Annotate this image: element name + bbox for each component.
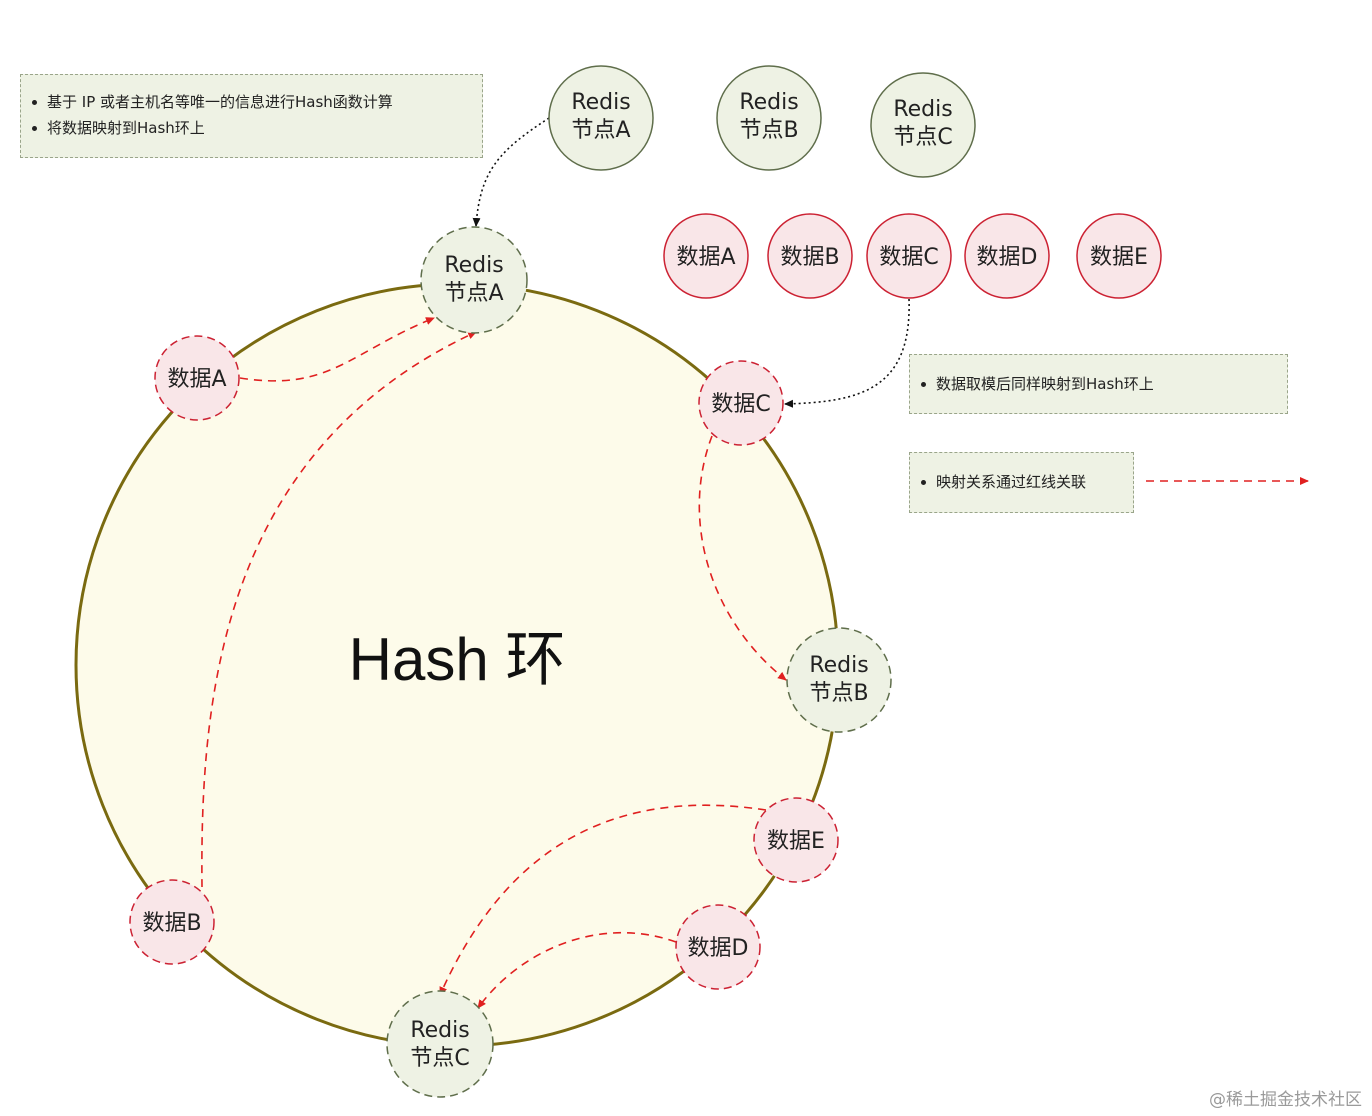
svg-text:数据D: 数据D [977,245,1038,270]
svg-text:节点A: 节点A [571,118,630,143]
svg-text:节点A: 节点A [444,281,503,306]
ring-data-c: 数据C [698,360,784,446]
link-data-c-to-ring [784,298,910,408]
link-data-d-to-node-c [477,931,677,1009]
hash-lines [472,117,910,408]
data-item-c: 数据C [866,213,952,299]
svg-text:数据A: 数据A [676,245,735,270]
svg-text:节点C: 节点C [410,1046,469,1071]
data-item-a: 数据A [663,213,749,299]
data-item-b: 数据B [767,213,853,299]
svg-text:节点B: 节点B [809,681,868,706]
server-node-c: Redis 节点C [870,72,976,178]
svg-text:Redis: Redis [809,653,868,678]
ring-node-c: Redis 节点C [386,990,494,1098]
link-data-c-to-node-b [698,435,787,681]
svg-text:数据D: 数据D [688,936,749,961]
note-data-mod-item: 数据取模后同样映射到Hash环上 [921,371,1287,397]
note-legend-item: 映射关系通过红线关联 [921,469,1133,495]
server-node-a: Redis 节点A [548,65,654,171]
link-server-a-to-ring [472,117,550,227]
ring-node-a: Redis 节点A [420,226,528,334]
note-hash-calc: 基于 IP 或者主机名等唯一的信息进行Hash函数计算 将数据映射到Hash环上 [20,74,483,158]
ring-data-e: 数据E [753,797,839,883]
svg-text:数据E: 数据E [767,829,825,854]
ring-data-d: 数据D [675,904,761,990]
note-legend: 映射关系通过红线关联 [909,452,1134,513]
svg-text:Redis: Redis [571,90,630,115]
svg-text:节点C: 节点C [893,125,952,150]
svg-text:数据C: 数据C [879,245,938,270]
note-hash-calc-item: 将数据映射到Hash环上 [32,115,482,141]
watermark: @稀土掘金技术社区 [1209,1090,1362,1110]
link-data-e-to-node-c [439,804,767,996]
svg-text:节点B: 节点B [739,118,798,143]
svg-text:数据E: 数据E [1090,245,1148,270]
svg-text:数据C: 数据C [711,392,770,417]
link-data-b-to-node-a [201,331,477,888]
mapping-lines [201,317,1309,1009]
svg-text:Redis: Redis [444,253,503,278]
link-data-a-to-node-a [239,317,435,382]
data-item-d: 数据D [964,213,1050,299]
svg-text:数据B: 数据B [142,911,201,936]
ring-data-a: 数据A [154,335,240,421]
ring-title: Hash 环 [349,626,566,693]
note-data-mod: 数据取模后同样映射到Hash环上 [909,354,1288,414]
svg-text:数据A: 数据A [167,367,226,392]
server-node-b: Redis 节点B [716,65,822,171]
ring-node-b: Redis 节点B [786,627,892,733]
svg-text:Redis: Redis [739,90,798,115]
ring-data-b: 数据B [129,879,215,965]
data-item-e: 数据E [1076,213,1162,299]
svg-text:Redis: Redis [410,1018,469,1043]
svg-text:Redis: Redis [893,97,952,122]
svg-text:数据B: 数据B [780,245,839,270]
note-hash-calc-item: 基于 IP 或者主机名等唯一的信息进行Hash函数计算 [32,89,482,115]
